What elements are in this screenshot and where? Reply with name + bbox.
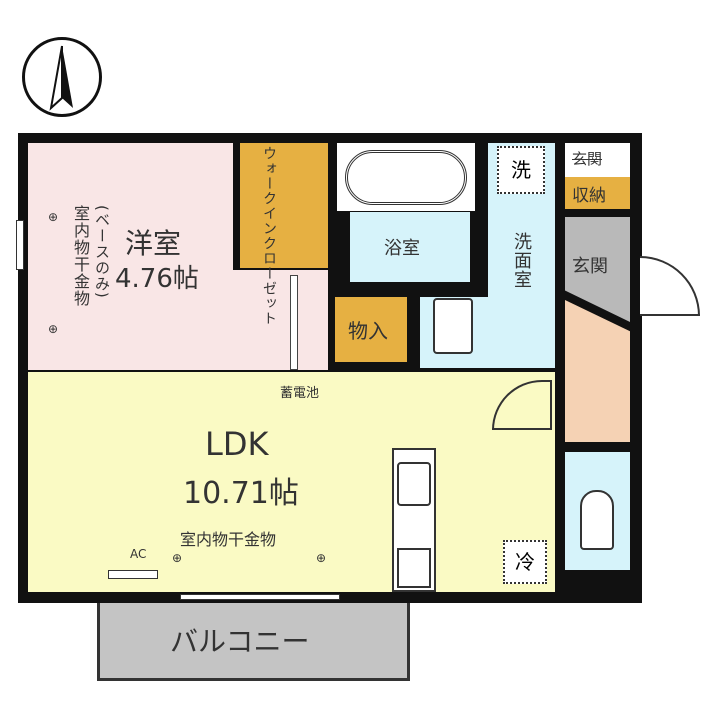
- western-room-size: 4.76帖: [115, 264, 199, 294]
- fridge-space: 冷: [503, 540, 547, 584]
- room-ldk: [28, 372, 555, 592]
- hanger-icon: ⊕: [48, 322, 59, 336]
- north-arrow-icon: [22, 37, 102, 117]
- bathtub-icon: [345, 150, 467, 205]
- western-room-note-sub: (ベースのみ): [93, 205, 111, 299]
- room-storage: [335, 297, 407, 362]
- western-room-note: 室内物干金物: [71, 205, 90, 307]
- bath-label: 浴室: [384, 238, 420, 259]
- balcony: [97, 603, 410, 681]
- washbasin-icon: [433, 298, 473, 354]
- room-walkin-closet: [240, 143, 328, 268]
- ldk-size: 10.71帖: [183, 476, 299, 511]
- room-entrance-storage: [565, 177, 630, 209]
- storage-label: 物入: [348, 319, 388, 343]
- window: [16, 220, 24, 270]
- kitchen-counter: [392, 448, 436, 592]
- battery-label: 蓄電池: [280, 386, 320, 401]
- ldk-name: LDK: [205, 425, 269, 463]
- window: [180, 594, 340, 600]
- sink-icon: [397, 462, 431, 506]
- western-room-name: 洋室: [125, 227, 182, 260]
- room-bath: [350, 212, 470, 282]
- toilet-icon: [580, 490, 614, 550]
- hanger-icon: ⊕: [172, 551, 183, 565]
- walkin-closet-label: ウォークインクローゼット: [261, 146, 277, 326]
- entrance-storage-top-label: 玄関: [572, 150, 603, 168]
- ac-label: AC: [130, 547, 147, 561]
- entrance-label: 玄関: [572, 256, 608, 277]
- hanger-icon: ⊕: [316, 551, 327, 565]
- washer-pan: 洗: [497, 146, 545, 194]
- stove-icon: [397, 548, 431, 588]
- entrance-door[interactable]: [640, 256, 700, 316]
- ac-unit: [108, 570, 158, 579]
- entrance-storage-label: 収納: [572, 186, 606, 206]
- washroom-label: 洗面室: [511, 232, 532, 289]
- ldk-note: 室内物干金物: [180, 530, 277, 549]
- balcony-label: バルコニー: [170, 625, 310, 658]
- hanger-icon: ⊕: [48, 210, 59, 224]
- room-western: [28, 143, 233, 370]
